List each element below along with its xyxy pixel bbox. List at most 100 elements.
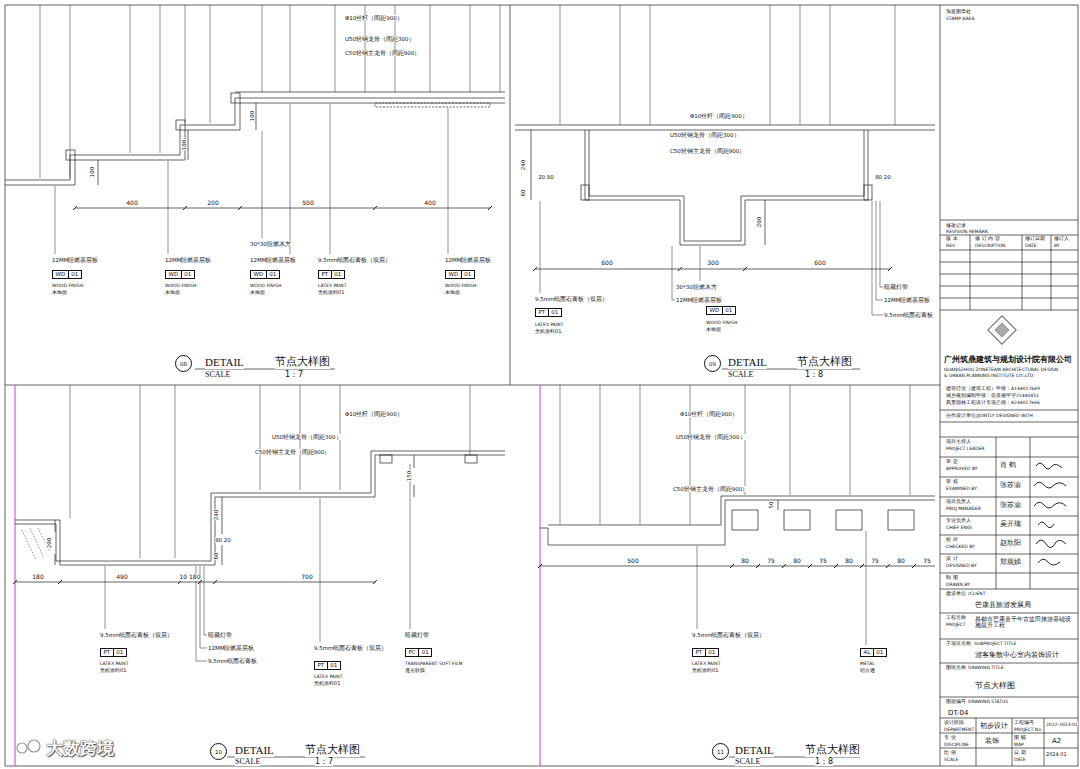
dimension-text: 60 xyxy=(520,190,526,197)
tag-text: 11 xyxy=(717,749,724,755)
label-text: Φ10丝杆（间距900） xyxy=(345,15,403,21)
label-text: METAL xyxy=(860,661,875,666)
label-text: 芒康县旅游发展局 xyxy=(975,602,1031,609)
label-text: 版 本 xyxy=(946,236,958,242)
watermark: 大数跨境 xyxy=(46,739,114,759)
label-text: TRANSPARENT SOFT FILM xyxy=(405,661,462,666)
label-text: 无机涂料01 xyxy=(100,668,126,674)
dimension-text: 80 20 xyxy=(875,174,891,180)
label-text: 无机涂料01 xyxy=(535,329,561,335)
material-tag: AL01 xyxy=(860,648,887,657)
detail-title: SCALE xyxy=(205,370,230,379)
label-text: /CLIENT xyxy=(968,591,985,596)
dimension-text: 100 xyxy=(181,140,187,151)
label-text: 图 幅 xyxy=(1014,735,1026,741)
label-text: 1：8 xyxy=(815,757,833,766)
label-text: 初步设计 xyxy=(980,722,1008,730)
tag-text: 01 xyxy=(68,271,81,278)
label-text: SCALE xyxy=(944,757,958,762)
material-tag: WD01 xyxy=(445,270,475,279)
label-text: APPROVED BY xyxy=(946,466,978,471)
label-text: DISCIPLINE xyxy=(944,742,969,747)
label-text: 1：7 xyxy=(285,370,303,379)
label-text: 装饰 xyxy=(985,737,999,745)
label-text: 暗藏灯带 xyxy=(884,284,908,290)
label-text: 审 定 xyxy=(946,459,958,465)
label-text: 吴开瑞 xyxy=(1000,520,1021,528)
label-text: 暗藏灯带 xyxy=(405,632,429,638)
label-text: 制 图 xyxy=(946,575,958,581)
tag-text: WD xyxy=(166,271,181,278)
label-text: 建筑行业（建筑工程）甲级：A144017649 xyxy=(946,386,1040,391)
dimension-text: 200 xyxy=(46,538,52,549)
label-text: LATEX PAINT xyxy=(314,674,342,679)
label-text: PROJECT LEADER xyxy=(946,446,985,451)
label-text: LATEX PAINT xyxy=(318,283,346,288)
label-text: DRAWING STATUS xyxy=(968,699,1008,704)
label-text: Φ10丝杆（间距900） xyxy=(680,411,738,417)
label-text: 校 对 xyxy=(946,537,958,543)
label-text: 子项目名称 xyxy=(946,641,971,647)
label-text: 12MM阻燃基层板 xyxy=(884,297,931,303)
label-text: 1：8 xyxy=(805,370,823,379)
label-text: 12MM阻燃基层板 xyxy=(445,257,492,263)
dimension-text: 300 xyxy=(707,260,718,267)
tag-text: PT xyxy=(536,309,548,316)
dimension-text: 600 xyxy=(601,260,612,267)
tag-text: PT xyxy=(319,271,331,278)
label-text: 木饰面 xyxy=(165,290,180,296)
label-text: SUBPROJECT TITLE xyxy=(974,641,1016,646)
dimension-text: 600 xyxy=(814,260,825,267)
label-text: 项目负责人 xyxy=(946,499,971,505)
material-tag: PT01 xyxy=(535,308,562,317)
label-text: WOOD FINISH xyxy=(165,283,196,288)
label-text: 无机涂料01 xyxy=(314,681,340,687)
dimension-text: 240 xyxy=(520,160,526,171)
label-text: 无机涂料01 xyxy=(692,668,718,674)
label-text: CHECKED BY xyxy=(946,544,975,549)
material-tag: WD01 xyxy=(706,306,736,315)
label-text: A2 xyxy=(1052,737,1061,745)
label-text: 城乡规划编制甲级：自资规甲字21440451 xyxy=(946,393,1039,398)
tag-text: WD xyxy=(251,271,266,278)
label-text: 30*30阻燃木方 xyxy=(676,284,717,290)
label-text: CHIEF ENGI xyxy=(946,525,972,530)
material-tag: PT01 xyxy=(100,648,127,657)
label-text: 9.5mm纸面石膏板（双层） xyxy=(100,632,173,638)
label-text: 专业负责人 xyxy=(946,518,971,524)
dimension-text: 150 xyxy=(406,471,412,482)
tag-text: 01 xyxy=(266,271,279,278)
label-text: 比 例 xyxy=(944,750,956,756)
tag-text: 01 xyxy=(327,662,340,669)
label-text: 设 计 xyxy=(946,556,958,562)
label-text: STAMP AREA xyxy=(946,16,975,21)
label-text: GUANGZHOU ZONETEAM ARCHITECTURAL DESIGN xyxy=(944,367,1058,372)
material-tag: PT01 xyxy=(314,661,341,670)
label-text: 建设单位 xyxy=(946,591,966,597)
label-text: Φ10丝杆（间距900） xyxy=(345,411,403,417)
dimension-text: 80 xyxy=(845,558,853,565)
label-text: 9.5mm纸面石膏板（双层） xyxy=(314,645,387,651)
label-text: 9.5mm纸面石膏板（双层） xyxy=(535,296,608,302)
label-text: MAP xyxy=(1014,742,1024,747)
tag-text: 01 xyxy=(461,271,474,278)
label-text: 工程编号 xyxy=(1014,720,1034,726)
label-text: 张苏渝 xyxy=(1000,501,1021,509)
label-text: 9.5mm纸面石膏板 xyxy=(884,312,933,318)
detail-number-circle: 08 xyxy=(175,355,192,372)
label-text: DATE xyxy=(1025,243,1037,248)
material-tag: PT01 xyxy=(692,648,719,657)
label-text: 郑观娣 xyxy=(1000,558,1021,566)
label-text: U50轻钢龙骨（间距300） xyxy=(272,434,342,440)
dimension-text: 200 xyxy=(756,217,762,228)
label-text: 图纸名称 xyxy=(946,665,966,671)
label-text: WOOD FINISH xyxy=(706,320,737,325)
label-text: 赵欣阳 xyxy=(1000,539,1021,547)
label-text: 工程名称 xyxy=(946,615,966,621)
detail-title: DETAIL xyxy=(235,744,274,757)
label-text: 张苏渝 xyxy=(1000,481,1021,489)
detail-number-circle: 10 xyxy=(210,743,227,760)
dimension-text: 80 xyxy=(897,558,905,565)
label-text: 肖 鹤 xyxy=(1000,461,1016,469)
